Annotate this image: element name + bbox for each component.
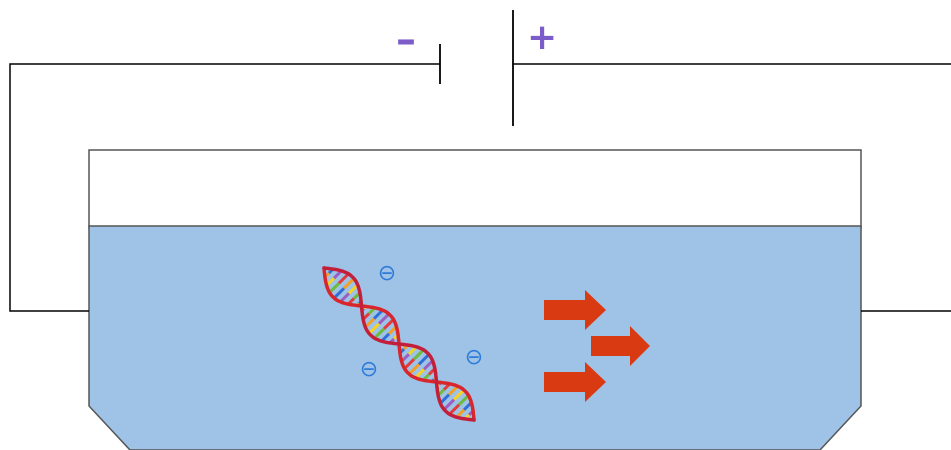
dna-base-pair: [457, 394, 470, 406]
dna-base-pair: [364, 317, 376, 329]
dna-base-pair: [339, 292, 351, 303]
dna-base-pair: [414, 368, 426, 379]
dna-charges: ⊖ ⊖ ⊖: [360, 261, 483, 382]
dna-base-pair: [403, 358, 416, 370]
battery: [439, 10, 514, 126]
dna-base-pair: [342, 277, 355, 290]
dna-backbone: [322, 266, 476, 422]
dna-base-pair: [372, 309, 384, 320]
dna-base-pair: [373, 327, 386, 340]
charge-symbol: ⊖: [360, 357, 378, 382]
charge-symbol: ⊖: [378, 261, 396, 286]
dna-base-pair: [448, 403, 461, 416]
circuit-wires: [9, 63, 951, 312]
dna-base-pair: [439, 393, 451, 405]
dna-base-pair: [408, 363, 421, 376]
dna-base-pair: [452, 388, 465, 401]
dna-base-pair: [443, 398, 456, 411]
arrow-icon: [544, 290, 606, 330]
dna-base-pair: [412, 348, 425, 361]
negative-wire: [9, 63, 440, 312]
dna-base-pair: [382, 318, 395, 330]
arrow-icon: [544, 362, 606, 402]
arrow-icon: [591, 326, 650, 366]
buffer-solution: [88, 225, 862, 450]
dna-base-pair: [328, 282, 341, 294]
tank-headspace: [88, 149, 862, 229]
positive-terminal-label: +: [527, 17, 558, 58]
dna-base-pair: [368, 322, 381, 335]
dna-base-pair: [447, 385, 459, 396]
buffer-tank: [88, 149, 862, 450]
dna-base-pair: [377, 312, 390, 325]
migration-arrows: [544, 290, 650, 402]
dna-base-pair: [337, 272, 350, 285]
dna-base-pair: [417, 353, 430, 366]
dna-base-pair: [422, 359, 434, 371]
dna-helix-icon: [322, 266, 476, 422]
negative-terminal-label: –: [396, 17, 416, 63]
dna-base-pair: [347, 283, 359, 295]
charge-symbol: ⊖: [465, 345, 483, 370]
dna-base-pair: [333, 287, 346, 300]
